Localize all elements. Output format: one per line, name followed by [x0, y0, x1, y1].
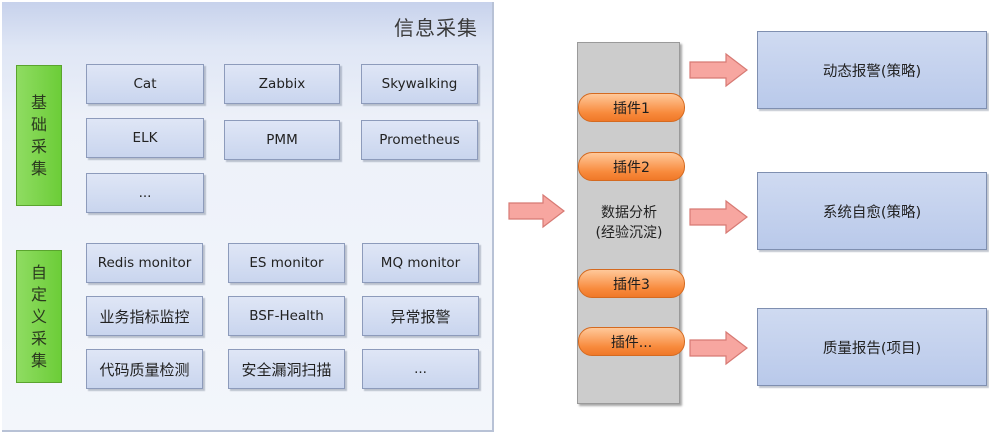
- item-es-monitor: ES monitor: [228, 243, 345, 283]
- output-dynamic-alert: 动态报警(策略): [757, 31, 987, 109]
- group-custom-char: 自: [30, 262, 47, 282]
- item-skywalking: Skywalking: [361, 64, 478, 104]
- group-custom-char: 定: [30, 284, 47, 304]
- item-cat: Cat: [86, 64, 204, 104]
- item-custom-more: ...: [362, 349, 479, 389]
- item-zabbix: Zabbix: [224, 64, 340, 104]
- group-basic-char: 集: [30, 158, 47, 178]
- plugin-more: 插件...: [578, 327, 685, 356]
- item-pmm: PMM: [224, 120, 340, 160]
- item-redis-monitor: Redis monitor: [86, 243, 203, 283]
- item-mq-monitor: MQ monitor: [362, 243, 479, 283]
- plugin-2: 插件2: [578, 152, 685, 181]
- item-exception-alert: 异常报警: [362, 296, 479, 336]
- data-analysis-label: 数据分析 (经验沉淀): [583, 203, 675, 243]
- analysis-title: 数据分析: [601, 205, 657, 221]
- group-custom-char: 集: [30, 350, 47, 370]
- group-basic-collection: 基 础 采 集: [16, 65, 62, 206]
- output-arrow-3-icon: [689, 330, 748, 366]
- item-bsf-health: BSF-Health: [228, 296, 345, 336]
- item-basic-more: ...: [86, 173, 204, 213]
- output-arrow-2-icon: [689, 199, 748, 235]
- output-self-healing: 系统自愈(策略): [757, 172, 987, 250]
- group-basic-char: 础: [30, 114, 47, 134]
- group-custom-collection: 自 定 义 采 集: [16, 250, 62, 383]
- item-prometheus: Prometheus: [361, 120, 478, 160]
- plugin-3: 插件3: [578, 269, 685, 298]
- group-custom-char: 采: [30, 328, 47, 348]
- input-arrow-icon: [508, 193, 565, 229]
- plugin-1: 插件1: [578, 93, 685, 122]
- output-arrow-1-icon: [689, 52, 748, 88]
- group-basic-char: 采: [30, 136, 47, 156]
- item-business-metrics: 业务指标监控: [86, 296, 203, 336]
- item-code-quality: 代码质量检测: [86, 349, 203, 389]
- item-elk: ELK: [86, 118, 204, 158]
- item-security-scan: 安全漏洞扫描: [228, 349, 345, 389]
- group-custom-char: 义: [30, 306, 47, 326]
- group-basic-char: 基: [30, 92, 47, 112]
- panel-title: 信息采集: [394, 16, 478, 40]
- output-quality-report: 质量报告(项目): [757, 308, 987, 386]
- analysis-subtitle: (经验沉淀): [595, 225, 663, 241]
